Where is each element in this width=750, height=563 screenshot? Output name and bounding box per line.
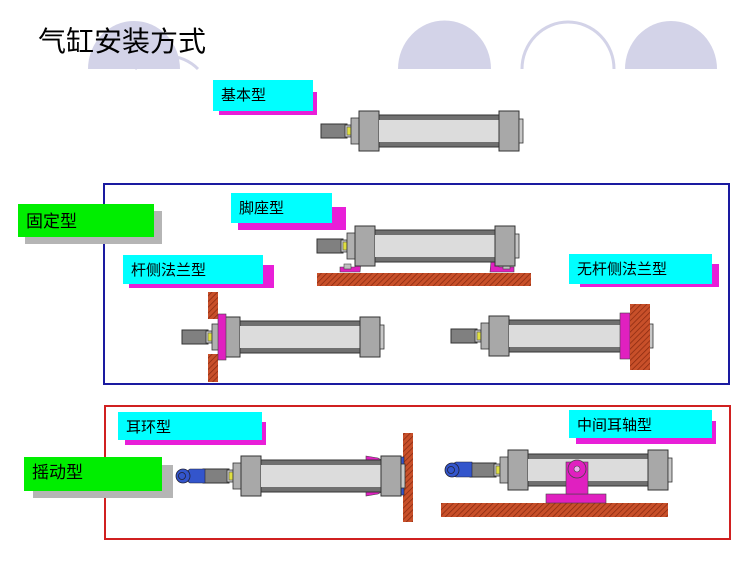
cylinder-rod-flange <box>181 292 385 382</box>
label-basic-text: 基本型 <box>213 80 313 111</box>
flange-plate-head <box>619 312 631 360</box>
base-plate-foot <box>317 273 531 286</box>
label-head-flange-text: 无杆侧法兰型 <box>569 254 712 284</box>
fixed-group-frame <box>103 183 730 385</box>
label-trunnion-text: 中间耳轴型 <box>569 410 712 438</box>
base-plate-trunnion <box>441 503 668 517</box>
wall-rod-flange-bottom <box>208 354 218 382</box>
cylinder-head-flange <box>450 304 654 370</box>
wall-rod-flange-top <box>208 292 218 319</box>
flange-plate <box>217 313 227 361</box>
decor-arches <box>88 20 717 71</box>
wall-clevis <box>403 433 413 522</box>
wall-head-flange <box>630 304 650 370</box>
category-swing-label: 摇动型 <box>24 457 162 491</box>
category-fixed-label: 固定型 <box>18 204 154 237</box>
cylinder-foot-mount <box>316 225 531 286</box>
cylinder-clevis <box>175 433 413 522</box>
decor-arch-outline-2 <box>520 20 616 70</box>
label-clevis-text: 耳环型 <box>118 412 262 440</box>
label-foot-text: 脚座型 <box>231 193 332 223</box>
cylinder-basic <box>320 110 524 152</box>
label-rod-flange-text: 杆侧法兰型 <box>123 255 263 284</box>
decor-arch-filled-4 <box>398 20 491 69</box>
cylinder-trunnion <box>441 449 673 517</box>
page-title: 气缸安装方式 <box>38 25 207 58</box>
decor-arch-outline-1 <box>133 54 200 71</box>
decor-arch-filled-5 <box>625 21 717 69</box>
